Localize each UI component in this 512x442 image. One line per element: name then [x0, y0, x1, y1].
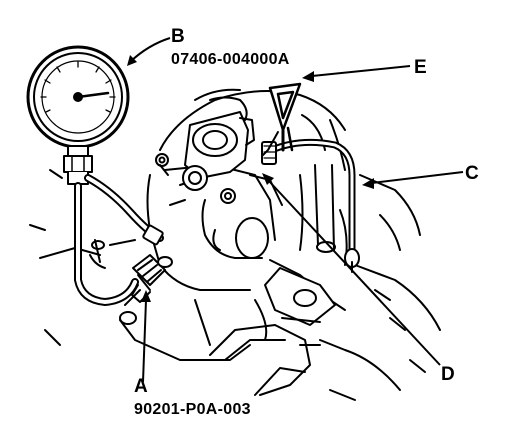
- leader-a: [142, 299, 147, 383]
- callout-d-letter: D: [441, 364, 455, 385]
- gauge-adapter-fitting: [131, 254, 173, 303]
- fuel-hose: [261, 138, 360, 273]
- pressure-regulator: [155, 111, 255, 204]
- arrowhead-e: [302, 71, 314, 82]
- callout-leaders: [127, 37, 464, 383]
- fuel-pressure-gauge: [26, 45, 130, 185]
- leader-b: [129, 37, 171, 63]
- hose-clamp-tool: [261, 82, 302, 157]
- engine-block: [29, 88, 441, 401]
- callout-b-letter: B: [171, 26, 185, 47]
- gauge-hose: [74, 174, 164, 306]
- callout-a-letter: A: [134, 376, 148, 397]
- arrowhead-b: [127, 55, 137, 66]
- leader-c: [371, 171, 464, 184]
- leader-d: [267, 179, 441, 366]
- arrowhead-c: [362, 178, 374, 189]
- arrowhead-a: [141, 290, 151, 302]
- arrowhead-d: [262, 173, 274, 185]
- callout-b-part-number: 07406-004000A: [171, 51, 290, 68]
- leader-e: [311, 65, 411, 77]
- callout-c-letter: C: [465, 163, 479, 184]
- callout-e-letter: E: [414, 57, 427, 78]
- callout-a-part-number: 90201-P0A-003: [134, 401, 251, 418]
- gauge-needle: [76, 91, 110, 99]
